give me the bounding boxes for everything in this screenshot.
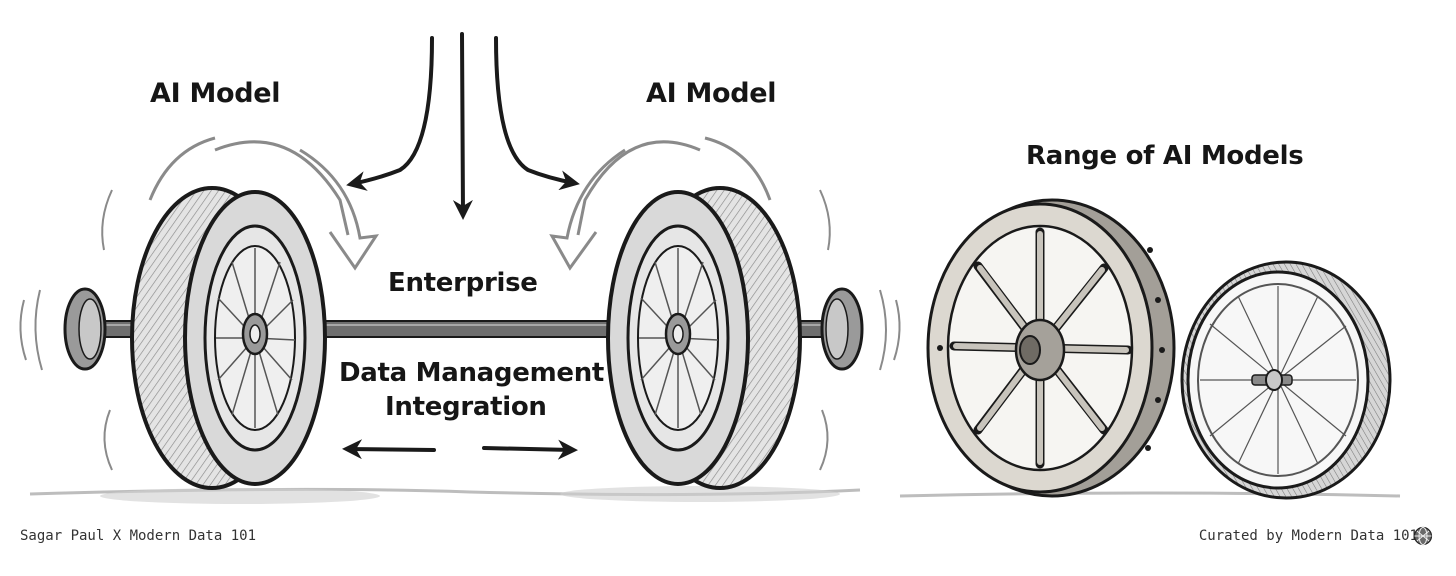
rotation-arrow-icon (148, 136, 380, 271)
straight-arrow-icon (342, 439, 436, 460)
left-wheel-label: AI Model (150, 78, 281, 109)
rotation-arrow-icon (549, 136, 772, 271)
wooden-wheel (926, 198, 1176, 498)
globe-logo-icon (1413, 526, 1433, 546)
left-credit: Sagar Paul X Modern Data 101 (20, 528, 257, 544)
right-wheel-label: AI Model (646, 78, 777, 109)
enterprise-label: Enterprise (388, 268, 538, 298)
motion-lines (19, 189, 901, 471)
right-wheel (606, 186, 802, 490)
left-wheel (130, 186, 327, 490)
curved-arrow-icon (346, 36, 434, 191)
straight-arrow-icon (452, 32, 473, 220)
straight-arrow-icon (482, 439, 578, 460)
right-credit: Curated by Modern Data 101 (1198, 528, 1418, 544)
data-management-label: Data Management (339, 358, 605, 388)
curved-arrow-icon (494, 36, 580, 191)
ground-line (29, 486, 1401, 504)
right-axle-cap (820, 287, 864, 371)
integration-label: Integration (385, 392, 547, 422)
left-axle-cap (63, 287, 107, 371)
range-of-models-title: Range of AI Models (1026, 141, 1304, 171)
bicycle-wheel (1180, 260, 1392, 500)
